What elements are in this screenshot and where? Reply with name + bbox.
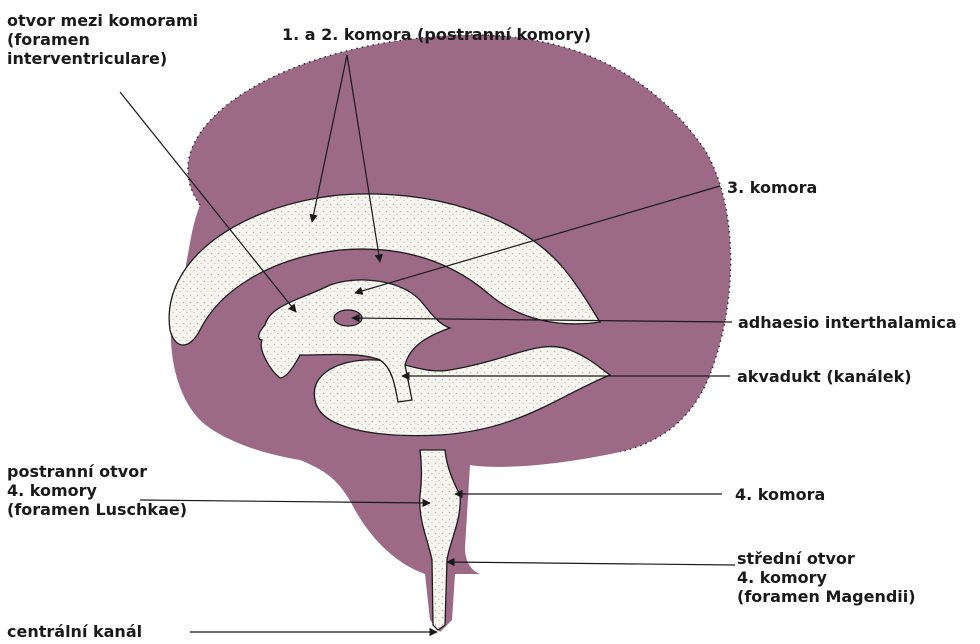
label-lateral-ventricles: 1. a 2. komora (postranní komory) <box>282 25 591 44</box>
arrow-magendii <box>447 562 735 565</box>
label-aqueduct: akvadukt (kanálek) <box>737 367 912 386</box>
label-line: akvadukt (kanálek) <box>737 367 912 386</box>
label-line: adhaesio interthalamica <box>738 313 957 332</box>
label-central-canal: centrální kanál <box>7 622 142 641</box>
label-line: postranní otvor <box>7 462 187 481</box>
label-line: (foramen Luschkae) <box>7 500 187 519</box>
label-foramen-interventriculare: otvor mezi komorami (foramen interventri… <box>7 11 198 68</box>
label-line: 3. komora <box>727 178 817 197</box>
label-line: (foramen <box>7 30 198 49</box>
label-luschkae: postranní otvor 4. komory (foramen Lusch… <box>7 462 187 519</box>
label-line: 1. a 2. komora (postranní komory) <box>282 25 591 44</box>
label-line: 4. komory <box>737 568 916 587</box>
label-line: otvor mezi komorami <box>7 11 198 30</box>
label-line: interventriculare) <box>7 49 198 68</box>
label-adhaesio: adhaesio interthalamica <box>738 313 957 332</box>
label-line: centrální kanál <box>7 622 142 641</box>
label-line: střední otvor <box>737 549 916 568</box>
label-fourth-ventricle: 4. komora <box>735 485 825 504</box>
label-line: 4. komora <box>735 485 825 504</box>
label-line: (foramen Magendii) <box>737 587 916 606</box>
label-third-ventricle: 3. komora <box>727 178 817 197</box>
label-line: 4. komory <box>7 481 187 500</box>
label-magendii: střední otvor 4. komory (foramen Magendi… <box>737 549 916 606</box>
